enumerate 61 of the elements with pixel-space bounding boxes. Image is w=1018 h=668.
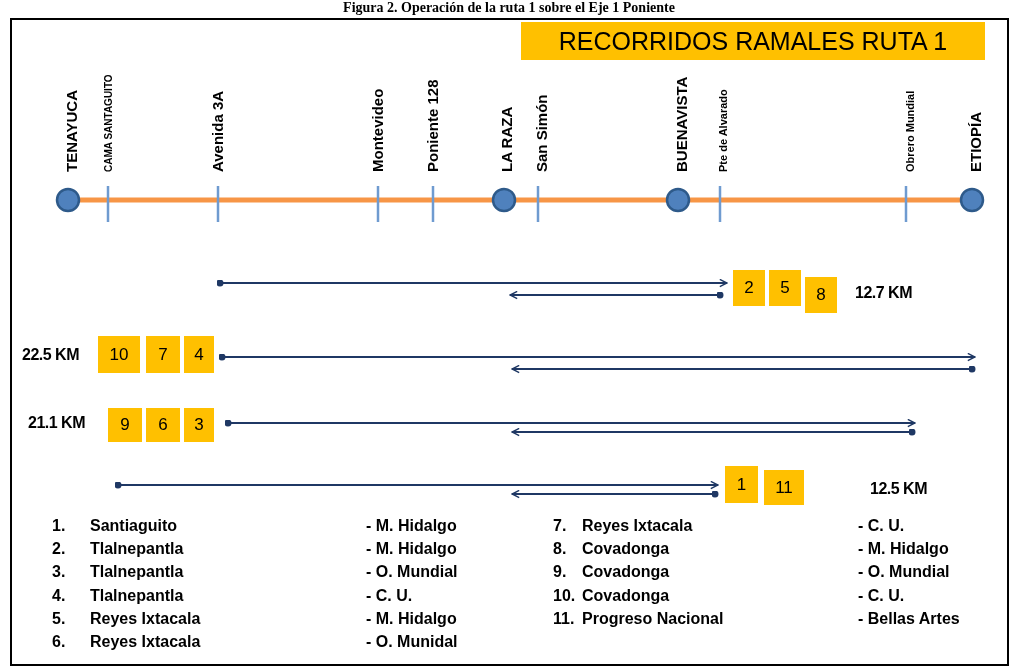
route-destination: - O. Munidal	[366, 633, 458, 651]
route-origin: Progreso Nacional	[582, 610, 724, 628]
route-destination: - M. Hidalgo	[366, 540, 457, 558]
list-number: 10.	[553, 587, 576, 605]
route-number-box: 10	[98, 336, 140, 373]
list-number: 7.	[553, 517, 567, 535]
route-destination: - M. Hidalgo	[366, 610, 457, 628]
route-number-box: 4	[184, 336, 214, 373]
list-number: 4.	[52, 587, 66, 605]
route-number-box: 3	[184, 408, 214, 442]
station-label: Pte de Alvarado	[716, 89, 730, 172]
route-origin: Covadonga	[582, 587, 670, 605]
route-destination: - O. Mundial	[366, 563, 458, 581]
route-origin: Reyes Ixtacala	[90, 610, 201, 628]
station-label: Obrero Mundial	[903, 90, 917, 172]
station-label: Montevideo	[369, 88, 387, 172]
route-origin: Tlalnepantla	[90, 587, 184, 605]
station-label: LA RAZA	[498, 106, 516, 172]
route-number-box: 2	[733, 270, 765, 306]
route-destination: - C. U.	[858, 587, 905, 605]
route-number-box: 9	[108, 408, 142, 442]
list-number: 1.	[52, 517, 66, 535]
route-destination: - Bellas Artes	[858, 610, 960, 628]
route-origin: Tlalnepantla	[90, 540, 184, 558]
figure-title: Figura 2. Operación de la ruta 1 sobre el Eje 1 Poniente	[342, 0, 676, 16]
list-number: 9.	[553, 563, 567, 581]
route-destination: - M. Hidalgo	[366, 517, 457, 535]
station-label: TENAYUCA	[63, 90, 81, 172]
distance-label: 12.7 KM	[855, 284, 912, 302]
route-number-box: 6	[146, 408, 180, 442]
list-number: 3.	[52, 563, 66, 581]
route-number-box: 11	[764, 470, 804, 505]
list-number: 5.	[52, 610, 66, 628]
route-number-box: 1	[725, 466, 758, 503]
route-origin: Tlalnepantla	[90, 563, 184, 581]
station-label: ETIOPÍA	[967, 112, 985, 172]
station-label: Avenida 3A	[209, 90, 227, 172]
station-label: CAMA SANTAGUITO	[102, 74, 114, 172]
route-number-box: 8	[805, 277, 837, 313]
list-number: 6.	[52, 633, 66, 651]
station-label: Poniente 128	[424, 79, 442, 172]
route-number-box: 5	[769, 270, 801, 306]
heading-banner: RECORRIDOS RAMALES RUTA 1	[521, 22, 985, 60]
route-destination: - M. Hidalgo	[858, 540, 949, 558]
distance-label: 22.5 KM	[22, 346, 79, 364]
station-label: San Simón	[533, 94, 551, 172]
route-destination: - C. U.	[366, 587, 413, 605]
route-number-box: 7	[146, 336, 180, 373]
route-origin: Reyes Ixtacala	[582, 517, 693, 535]
route-origin: Santiaguito	[90, 517, 178, 535]
list-number: 11.	[553, 610, 575, 628]
route-origin: Covadonga	[582, 563, 670, 581]
list-number: 8.	[553, 540, 567, 558]
station-label: BUENAVISTA	[673, 76, 691, 172]
distance-label: 21.1 KM	[28, 414, 85, 432]
list-number: 2.	[52, 540, 66, 558]
route-destination: - C. U.	[858, 517, 905, 535]
route-origin: Covadonga	[582, 540, 670, 558]
route-destination: - O. Mundial	[858, 563, 950, 581]
distance-label: 12.5 KM	[870, 480, 927, 498]
route-origin: Reyes Ixtacala	[90, 633, 201, 651]
